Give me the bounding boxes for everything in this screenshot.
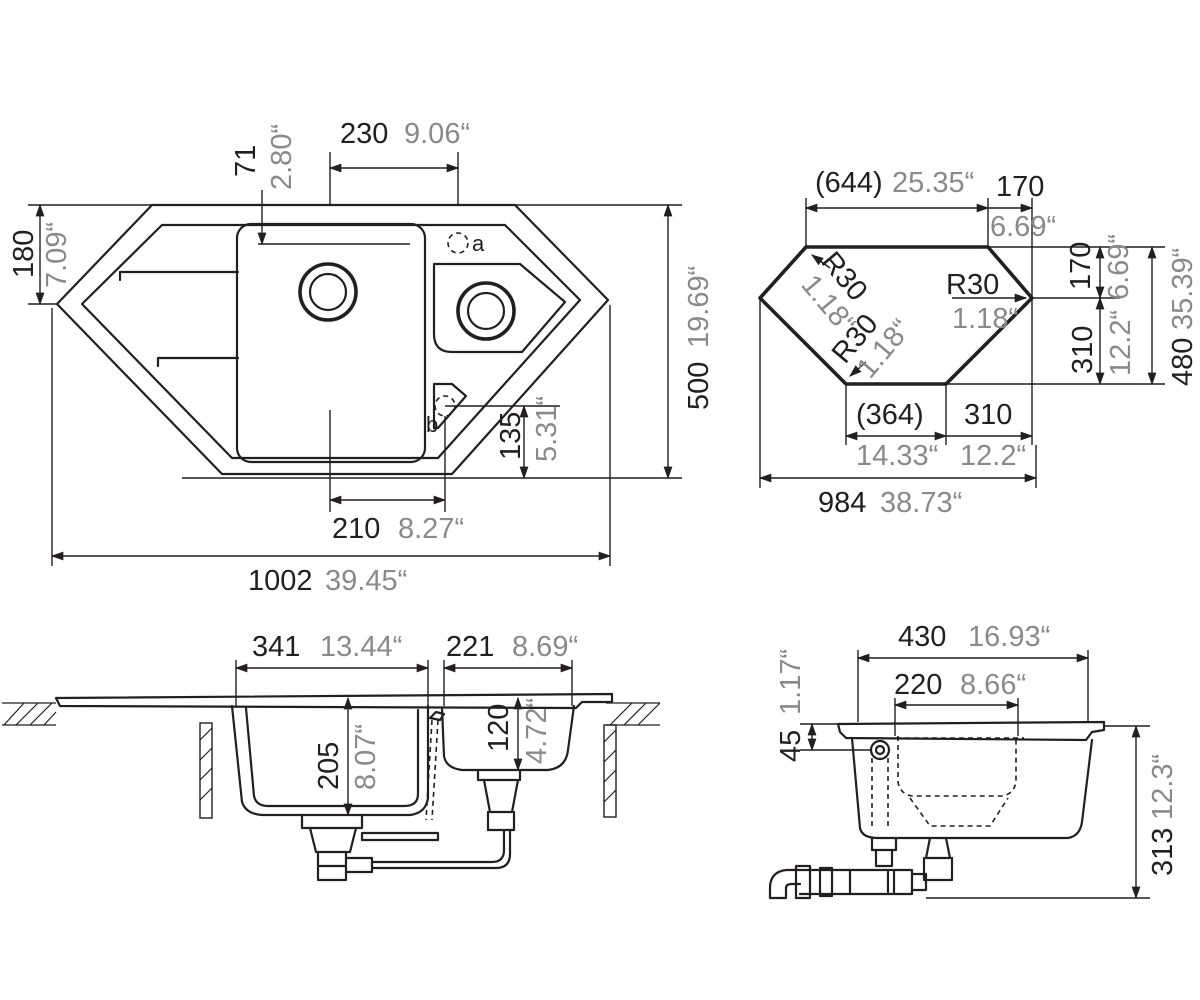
dim-180-mm: 180 bbox=[8, 230, 40, 278]
dim-71-in: 2.80“ bbox=[266, 124, 298, 190]
front-main-trap bbox=[300, 813, 364, 882]
front-rim bbox=[54, 692, 614, 710]
dim-180-in: 7.09“ bbox=[41, 222, 73, 288]
label-a: a bbox=[472, 231, 485, 256]
small-bowl bbox=[432, 262, 567, 354]
dim-1002-mm: 1002 bbox=[248, 565, 313, 597]
main-drain bbox=[298, 262, 358, 322]
dim-364-mm: (364) bbox=[856, 399, 924, 431]
dim-313-in: 12.3“ bbox=[1147, 754, 1179, 820]
dim-480-in: 35.39“ bbox=[1167, 248, 1199, 330]
radius-right-in: 1.18“ bbox=[952, 303, 1018, 335]
dim-205-in: 8.07“ bbox=[350, 724, 382, 790]
side-inner-bowl bbox=[897, 736, 1017, 797]
dim-644-in: 25.35“ bbox=[892, 167, 974, 199]
dim-170-right-in: 6.69“ bbox=[1103, 234, 1135, 300]
dim-364-in: 14.33“ bbox=[856, 440, 938, 472]
dim-230-in: 9.06“ bbox=[404, 118, 470, 150]
side-trap bbox=[922, 836, 954, 882]
dim-341-mm: 341 bbox=[252, 631, 300, 663]
dim-210-in: 8.27“ bbox=[398, 513, 464, 545]
dim-170-right-mm: 170 bbox=[1065, 242, 1097, 290]
dim-644-mm: (644) bbox=[815, 167, 883, 199]
drainer-rib-ends bbox=[118, 270, 160, 368]
corner-recess bbox=[432, 382, 468, 430]
dim-500-in: 19.69“ bbox=[683, 266, 715, 348]
dim-170-top-mm: 170 bbox=[996, 171, 1044, 203]
front-small-bowl bbox=[440, 704, 576, 772]
dim-71-mm: 71 bbox=[230, 145, 262, 177]
small-drain bbox=[456, 281, 516, 341]
tap-hole-a bbox=[447, 232, 469, 254]
cabinet-wall-left bbox=[199, 722, 213, 819]
dim-430-mm: 430 bbox=[898, 621, 946, 653]
dim-310-bottom-in: 12.2“ bbox=[960, 440, 1026, 472]
side-outer-bowl bbox=[850, 736, 1094, 840]
side-overflow bbox=[869, 739, 891, 761]
dim-45-mm: 45 bbox=[775, 730, 807, 762]
dim-220-mm: 220 bbox=[894, 669, 942, 701]
dim-310-bottom-mm: 310 bbox=[964, 399, 1012, 431]
sink-inner-rim bbox=[80, 223, 582, 460]
dim-45-in: 1.17“ bbox=[775, 649, 807, 715]
radius-right-mm: R30 bbox=[946, 269, 999, 301]
dim-135-in: 5.31“ bbox=[531, 396, 563, 462]
dim-120-in: 4.72“ bbox=[521, 698, 553, 764]
dim-430-in: 16.93“ bbox=[968, 621, 1050, 653]
dim-313-mm: 313 bbox=[1147, 828, 1179, 876]
front-small-trap bbox=[476, 768, 522, 832]
dim-135-mm: 135 bbox=[495, 412, 527, 460]
dim-170-top-in: 6.69“ bbox=[990, 211, 1056, 243]
dim-220-in: 8.66“ bbox=[960, 669, 1026, 701]
dim-480-mm: 480 bbox=[1167, 338, 1199, 386]
dim-310-right-mm: 310 bbox=[1067, 326, 1099, 374]
dim-500-mm: 500 bbox=[683, 362, 715, 410]
dim-221-mm: 221 bbox=[446, 631, 494, 663]
side-rim bbox=[836, 720, 1106, 742]
front-section-view: 341 13.44“ 221 8.69“ 205 8.07“ 120 4.72“ bbox=[2, 631, 661, 882]
dim-341-in: 13.44“ bbox=[320, 631, 402, 663]
top-view: a b 230 9.06“ 71 2.80“ 180 7.09“ 500 19.… bbox=[8, 118, 715, 597]
dim-210-mm: 210 bbox=[332, 513, 380, 545]
dim-984-in: 38.73“ bbox=[880, 487, 962, 519]
dim-984-mm: 984 bbox=[818, 487, 866, 519]
dim-230-mm: 230 bbox=[340, 118, 388, 150]
dim-205-mm: 205 bbox=[313, 742, 345, 790]
dim-310-right-in: 12.2“ bbox=[1105, 310, 1137, 376]
cutout-view: (644) 25.35“ 170 6.69“ R30 1.18“ R30 1.1… bbox=[758, 167, 1199, 519]
main-drain-inner bbox=[308, 272, 348, 312]
dim-1002-in: 39.45“ bbox=[325, 565, 407, 597]
main-bowl bbox=[235, 222, 427, 464]
side-pipe-coupling bbox=[794, 864, 812, 900]
dim-120-mm: 120 bbox=[483, 704, 515, 752]
cabinet-wall-right bbox=[603, 724, 617, 818]
side-section-view: 430 16.93“ 220 8.66“ 45 1.17“ 313 12.3“ bbox=[768, 621, 1179, 900]
dim-221-in: 8.69“ bbox=[512, 631, 578, 663]
label-b: b bbox=[426, 412, 438, 437]
small-drain-inner bbox=[466, 291, 506, 331]
